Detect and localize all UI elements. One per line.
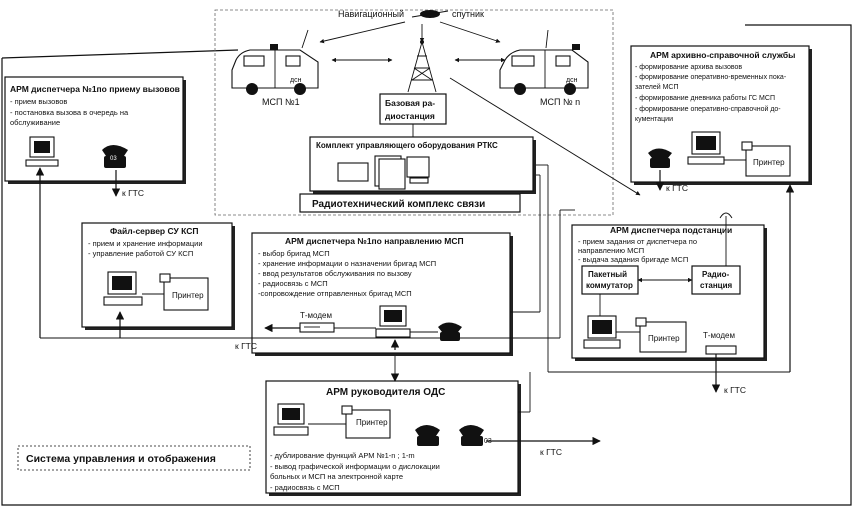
arm-direction-item-4: - радиосвязь с МСП xyxy=(258,279,328,288)
arm-substation-item-3: - выдача задания бригаде МСП xyxy=(578,255,688,264)
packet-switch-label-1: Пакетный xyxy=(588,270,627,279)
arm-head-item-3: больных и МСП на электронной карте xyxy=(270,472,403,481)
arm-substation-title: АРМ диспетчера подстанции xyxy=(610,225,732,235)
computer-icon xyxy=(25,136,59,167)
radio-tower-icon xyxy=(407,40,437,93)
ambulance-1-plate: дсн xyxy=(290,77,302,84)
antenna-icon xyxy=(719,212,733,266)
computer-icon xyxy=(583,315,621,349)
printer-icon xyxy=(341,405,391,439)
radio-link-substation xyxy=(449,77,641,196)
modem-icon xyxy=(299,322,335,333)
file-server-item-1: - прием и хранение информации xyxy=(88,239,203,248)
rtks-caption-box xyxy=(299,193,521,213)
satellite-label-left: Навигационный xyxy=(338,9,404,19)
phone-icon xyxy=(648,148,672,168)
arm-direction-item-1: - выбор бригад МСП xyxy=(258,249,330,258)
arm-archive-item-5: - формирование оперативно-справочной до- xyxy=(635,105,781,113)
base-station-label-1: Базовая ра- xyxy=(385,98,435,108)
arm-archive-item-4: - формирование дневника работы ГС МСП xyxy=(635,94,775,102)
phone-icon xyxy=(459,425,484,446)
system-label-box xyxy=(17,445,251,471)
rtks-equipment-title: Комплект управляющего оборудования РТКС xyxy=(316,141,498,150)
phone-icon xyxy=(102,145,128,168)
arm-head-item-4: - радиосвязь с МСП xyxy=(270,483,340,492)
arm-head-gts: к ГТС xyxy=(540,447,562,457)
printer-icon xyxy=(635,317,687,353)
base-station-label-2: диостанция xyxy=(385,111,435,121)
arm-substation-printer: Принтер xyxy=(648,334,680,343)
arm-call-gts: к ГТС xyxy=(122,188,144,198)
satellite-icon xyxy=(411,10,449,18)
modem-icon xyxy=(705,345,737,355)
arm-archive-title: АРМ архивно-справочной службы xyxy=(650,50,795,60)
satellite-link-1 xyxy=(319,21,406,44)
arm-direction-item-2: - хранение информации о назначении брига… xyxy=(258,259,436,268)
arm-archive-item-3: зателей МСП xyxy=(635,83,679,91)
computer-icon xyxy=(687,131,725,165)
arm-direction-item-3: - ввод результатов обслуживания по вызов… xyxy=(258,269,412,278)
arm-direction-gts: к ГТС xyxy=(235,341,257,351)
ambulance-1-label: МСП №1 xyxy=(262,97,300,107)
file-server-printer: Принтер xyxy=(172,291,204,300)
arm-call-item-1: - прием вызовов xyxy=(10,97,67,106)
printer-icon xyxy=(159,273,209,311)
arm-call-phone-number: 03 xyxy=(110,156,117,162)
arm-substation-item-1: - прием задания от диспетчера по xyxy=(578,237,697,246)
base-station-box xyxy=(379,93,447,125)
arm-archive-gts: к ГТС xyxy=(666,183,688,193)
arm-archive-printer: Принтер xyxy=(753,158,785,167)
arm-head-title: АРМ руководителя ОДС xyxy=(326,387,445,398)
ambulance-n-icon xyxy=(499,29,589,95)
file-server-title: Файл-сервер СУ КСП xyxy=(110,226,198,236)
arm-archive-item-1: - формирование архива вызовов xyxy=(635,64,742,71)
system-label: Система управления и отображения xyxy=(26,453,216,465)
arm-head-item-2: - вывод графической информации о дислока… xyxy=(270,462,440,471)
ambulance-n-plate: дсн xyxy=(566,77,578,84)
satellite-link-2 xyxy=(439,21,501,43)
ambulance-n-label: МСП № n xyxy=(540,97,580,107)
computer-icon xyxy=(375,305,411,338)
arm-call-item-3: обслуживание xyxy=(10,118,60,127)
arm-call-item-2: - постановка вызова в очередь на xyxy=(10,108,129,117)
phone-icon xyxy=(415,425,440,446)
arm-archive-item-2: - формирование оперативно-временных пока… xyxy=(635,74,787,81)
arm-head-printer: Принтер xyxy=(356,418,388,427)
rtks-caption: Радиотехнический комплекс связи xyxy=(312,199,485,210)
arm-head-item-1: - дублирование функций АРМ №1-n ; 1-m xyxy=(270,451,415,460)
arm-substation-item-2: направлению МСП xyxy=(578,246,644,255)
rtks-frame xyxy=(214,9,614,216)
phone-icon xyxy=(438,322,462,341)
satellite-label-right: спутник xyxy=(452,9,484,19)
computer-icon xyxy=(103,271,143,306)
arm-substation-modem: Т-модем xyxy=(703,331,735,340)
computer-icon xyxy=(273,403,309,436)
printer-icon xyxy=(741,141,791,177)
radio-station-label-1: Радио- xyxy=(702,270,730,279)
radio-station-label-2: станция xyxy=(700,281,732,290)
system-frame xyxy=(1,24,852,506)
network-lines xyxy=(35,164,795,413)
packet-switch-label-2: коммутатор xyxy=(586,281,633,290)
rtks-devices-icon xyxy=(337,155,430,190)
packet-switch-box xyxy=(581,265,639,295)
arm-archive-item-6: кументации xyxy=(635,116,673,123)
arm-call-title: АРМ диспетчера №1по приему вызовов xyxy=(10,84,180,94)
ambulance-1-icon xyxy=(231,29,319,95)
file-server-item-2: - управление работой СУ КСП xyxy=(88,249,193,258)
arm-direction-modem: Т-модем xyxy=(300,311,332,320)
arm-direction-title: АРМ диспетчера №1по направлению МСП xyxy=(285,236,464,246)
arm-substation-gts: к ГТС xyxy=(724,385,746,395)
arm-direction-item-5: -сопровождение отправленных бригад МСП xyxy=(258,289,412,298)
radio-station-box xyxy=(691,265,741,295)
